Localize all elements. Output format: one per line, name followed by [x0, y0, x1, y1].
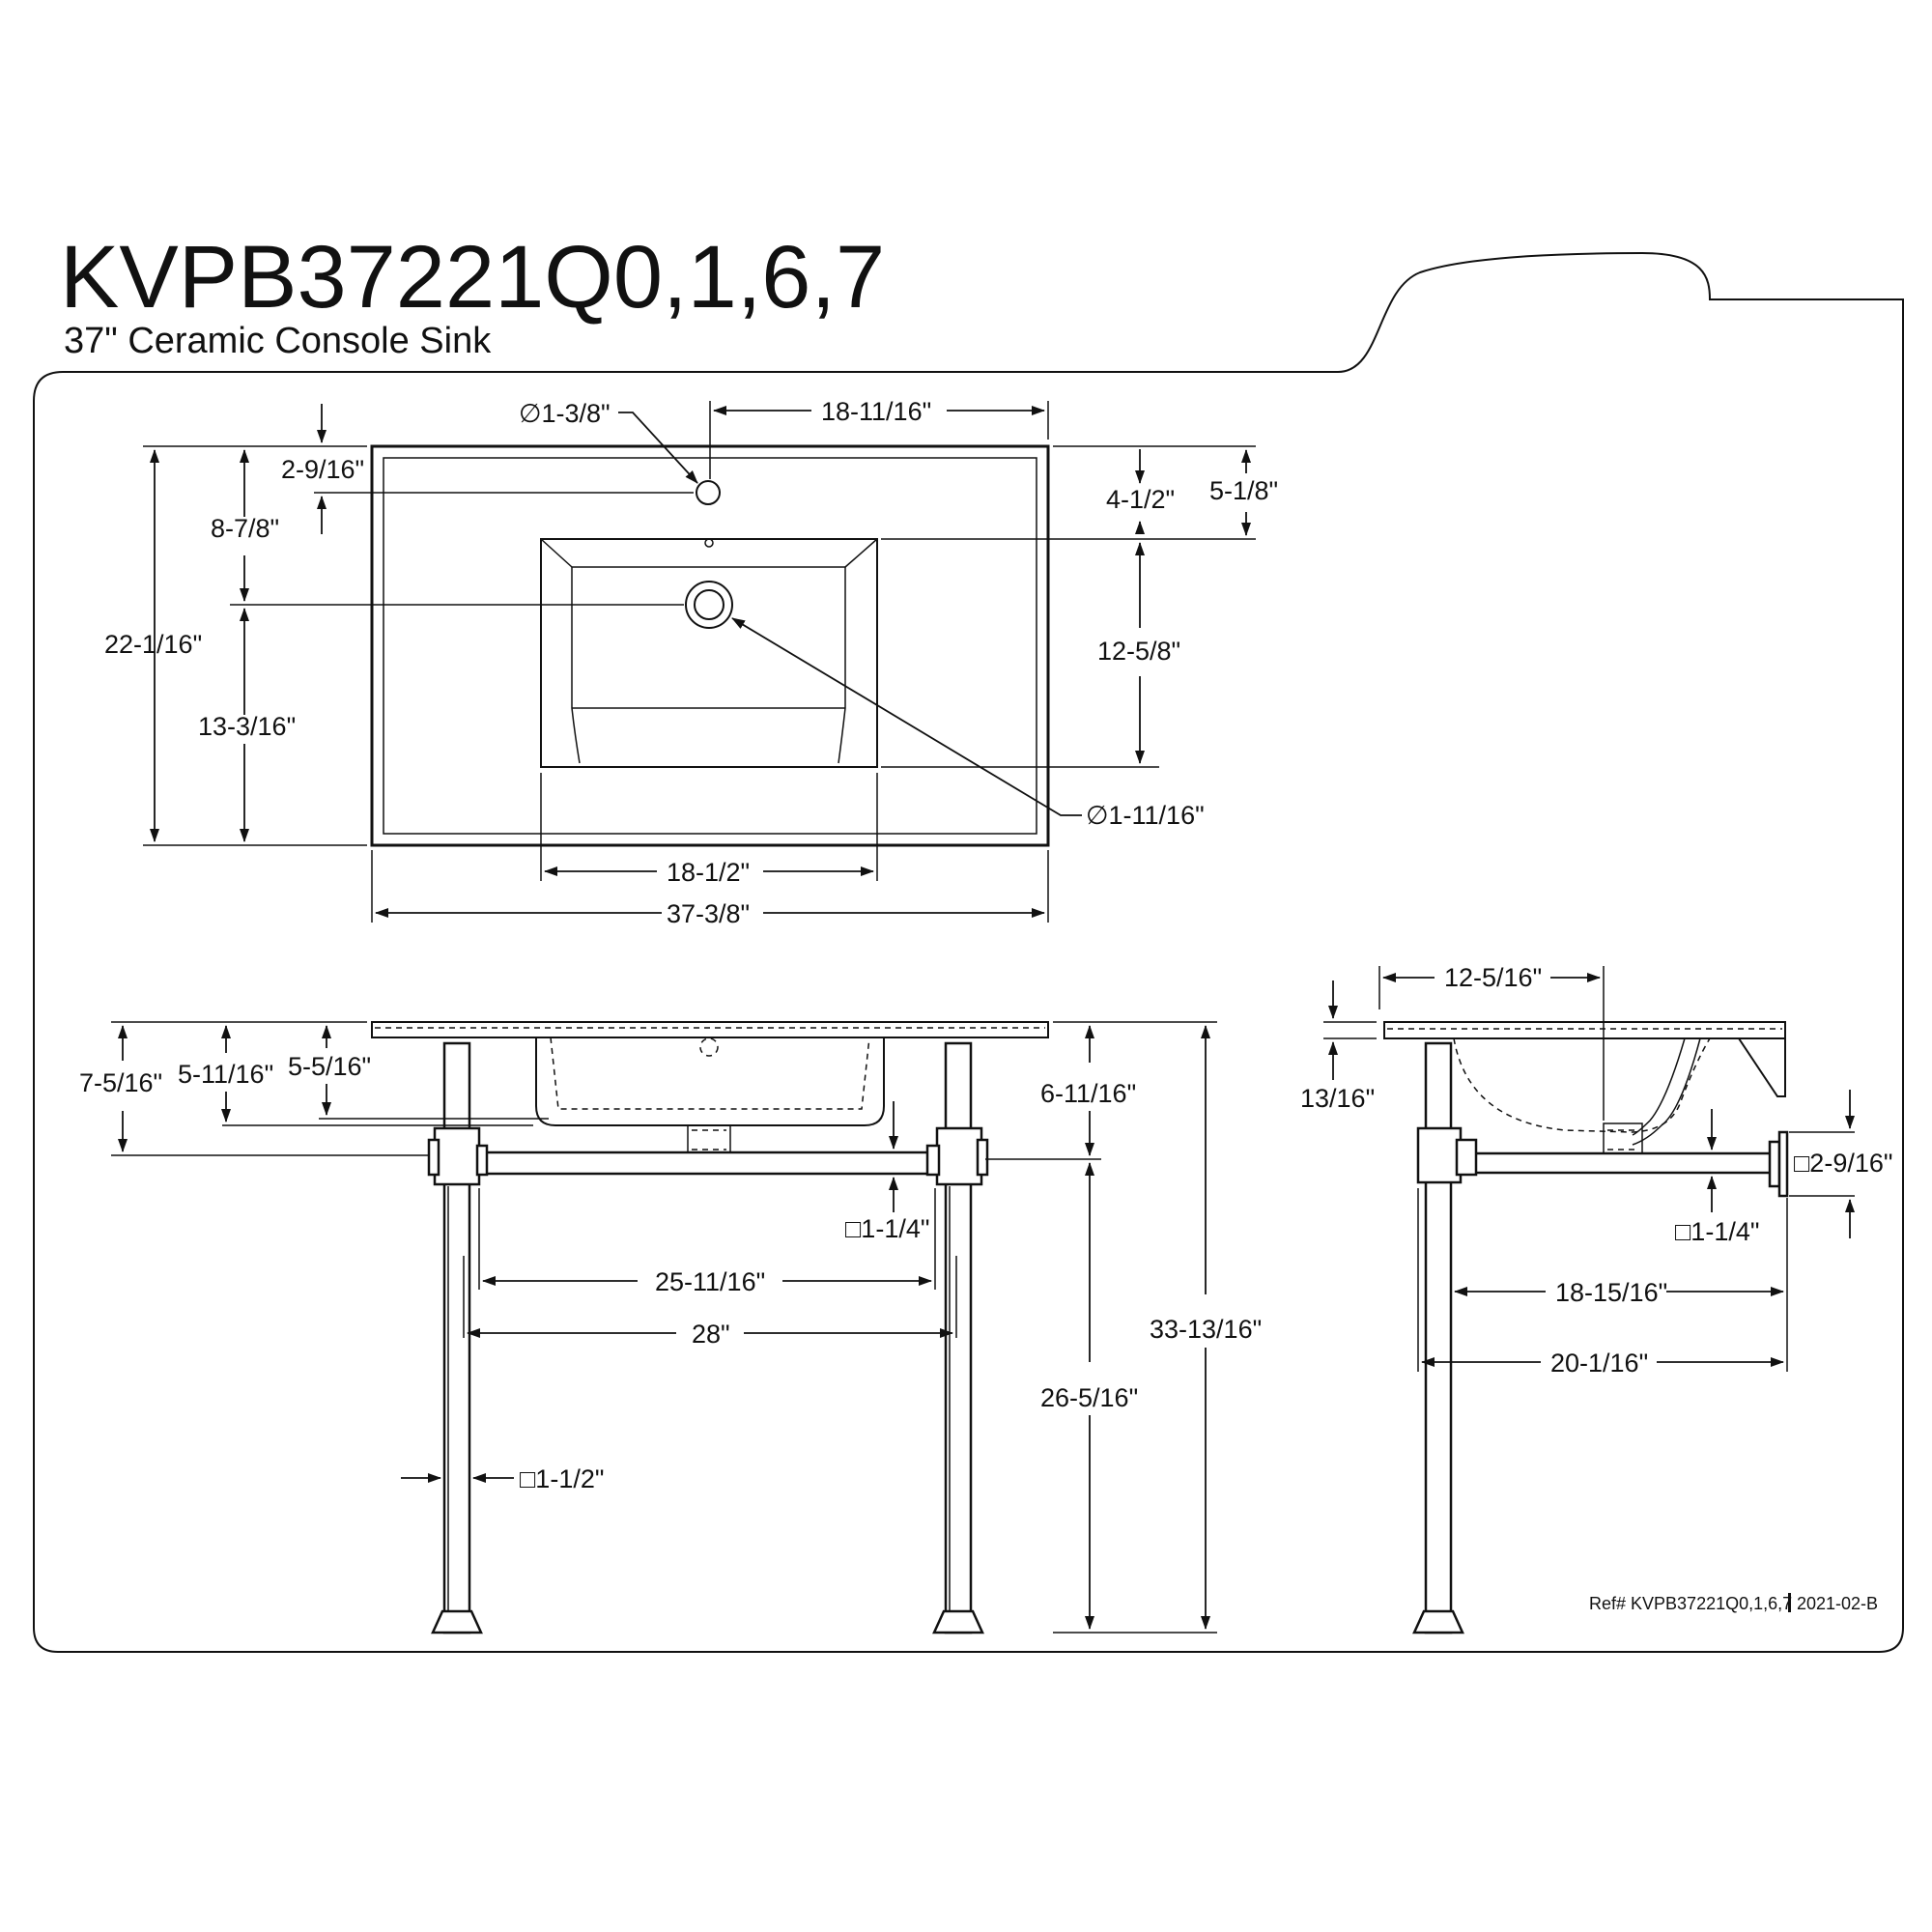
side-towel-bar [1471, 1151, 1775, 1175]
dim-flange-square: □2-9/16" [1794, 1149, 1892, 1178]
reference-number: Ref# KVPB37221Q0,1,6,7 [1589, 1594, 1792, 1613]
dim-bar-square: □1-1/4" [845, 1214, 929, 1243]
side-counter-top [1383, 1021, 1786, 1039]
dim-bowl-inset-inner: 4-1/2" [1106, 485, 1175, 514]
revision-code: 2021-02-B [1797, 1594, 1878, 1613]
drain-hole-inner [694, 589, 724, 620]
dim-bowl-depth-front: 5-5/16" [288, 1052, 371, 1081]
dim-faucet-offset: 18-11/16" [821, 397, 931, 426]
dim-side-bar-square: □1-1/4" [1675, 1217, 1759, 1246]
bowl-outer [540, 538, 878, 768]
drawing-frame [33, 251, 1904, 1653]
dim-leg-to-wall-outer: 20-1/16" [1550, 1349, 1648, 1378]
front-towel-bar [481, 1151, 939, 1176]
dim-depth: 22-1/16" [104, 630, 202, 659]
drain-hole-outer [685, 581, 733, 629]
dim-top-to-bar: 7-5/16" [79, 1068, 162, 1097]
dim-top-to-bowl-bottom: 5-11/16" [178, 1060, 273, 1089]
overflow-hole [704, 538, 714, 548]
dim-faucet-hole: ∅1-3/8" [519, 399, 611, 428]
model-title: KVPB37221Q0,1,6,7 [60, 228, 885, 327]
bowl-inner [571, 566, 846, 764]
dim-bowl-inset-outer: 5-1/8" [1209, 476, 1278, 505]
faucet-hole [696, 480, 721, 505]
dim-inner-legs: 25-11/16" [655, 1267, 765, 1296]
front-connector-left [433, 1126, 481, 1186]
front-counter-top [371, 1021, 1049, 1038]
bowl-corner-line [844, 538, 878, 568]
dim-leg-to-wall-inner: 18-15/16" [1555, 1278, 1667, 1307]
dim-top-thickness: 13/16" [1300, 1084, 1375, 1113]
front-foot-right [932, 1609, 984, 1634]
dim-bowl-depth: 12-5/8" [1097, 637, 1180, 666]
side-connector [1416, 1126, 1463, 1184]
top-view: 22-1/16" 8-7/8" 13-3/16" 2-9/16" ∅1-3/8"… [104, 397, 1278, 928]
dim-bar-to-floor: 26-5/16" [1040, 1383, 1138, 1412]
sink-top-outline [370, 444, 1050, 847]
front-view: 7-5/16" 5-11/16" 5-5/16" 6-11/16" □1-1/4… [79, 1021, 1262, 1634]
front-foot-left [431, 1609, 483, 1634]
dim-faucet-from-back: 2-9/16" [281, 455, 364, 484]
dim-overall-height: 33-13/16" [1150, 1315, 1262, 1344]
dim-bar-height: 6-11/16" [1040, 1079, 1136, 1108]
front-bowl [535, 1037, 885, 1126]
side-bowl [1453, 1037, 1711, 1133]
dim-drain-to-front: 13-3/16" [198, 712, 296, 741]
product-subtitle: 37" Ceramic Console Sink [64, 321, 492, 361]
dim-bowl-width: 18-1/2" [667, 858, 750, 887]
side-view: 12-5/16" 13/16" □2-9/16" □1-1/4" 18-15/1… [1300, 963, 1892, 1634]
side-drain-fitting [1603, 1122, 1643, 1157]
bowl-corner-line [540, 538, 573, 568]
dim-drain-hole: ∅1-11/16" [1086, 801, 1205, 830]
side-foot [1412, 1609, 1464, 1634]
side-bracket [1737, 1037, 1786, 1097]
sink-top-inner-edge [383, 457, 1037, 835]
dim-leg-square: □1-1/2" [520, 1464, 604, 1493]
dim-drain-offset: 12-5/16" [1444, 963, 1542, 992]
side-wall-flange [1768, 1140, 1781, 1188]
reference-separator [1788, 1593, 1791, 1612]
front-connector-right [935, 1126, 983, 1186]
dim-overall-width: 37-3/8" [667, 899, 750, 928]
dim-drain-from-back: 8-7/8" [211, 514, 279, 543]
dim-outer-legs: 28" [692, 1320, 730, 1349]
